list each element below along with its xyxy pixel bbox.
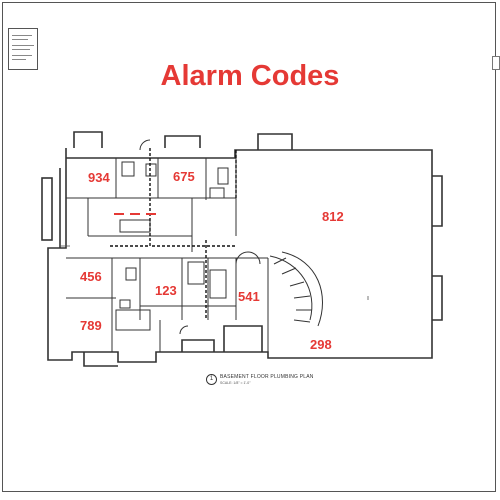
alarm-code-934: 934 [88, 170, 110, 185]
plan-caption-label: BASEMENT FLOOR PLUMBING PLAN [220, 374, 314, 380]
alarm-code-812: 812 [322, 209, 344, 224]
alarm-code-675: 675 [173, 169, 195, 184]
alarm-code-456: 456 [80, 269, 102, 284]
alarm-code-298: 298 [310, 337, 332, 352]
sheet-legend-box [8, 28, 38, 70]
plan-caption-number: 1 [206, 374, 217, 385]
page-title: Alarm Codes [160, 60, 340, 92]
alarm-code-541: 541 [238, 289, 260, 304]
plan-caption-scale: SCALE: 1/8" = 1'-0" [220, 381, 251, 385]
page-frame [2, 2, 496, 492]
outer-wall [47, 148, 433, 363]
alarm-code-123: 123 [155, 283, 177, 298]
alarm-code-789: 789 [80, 318, 102, 333]
